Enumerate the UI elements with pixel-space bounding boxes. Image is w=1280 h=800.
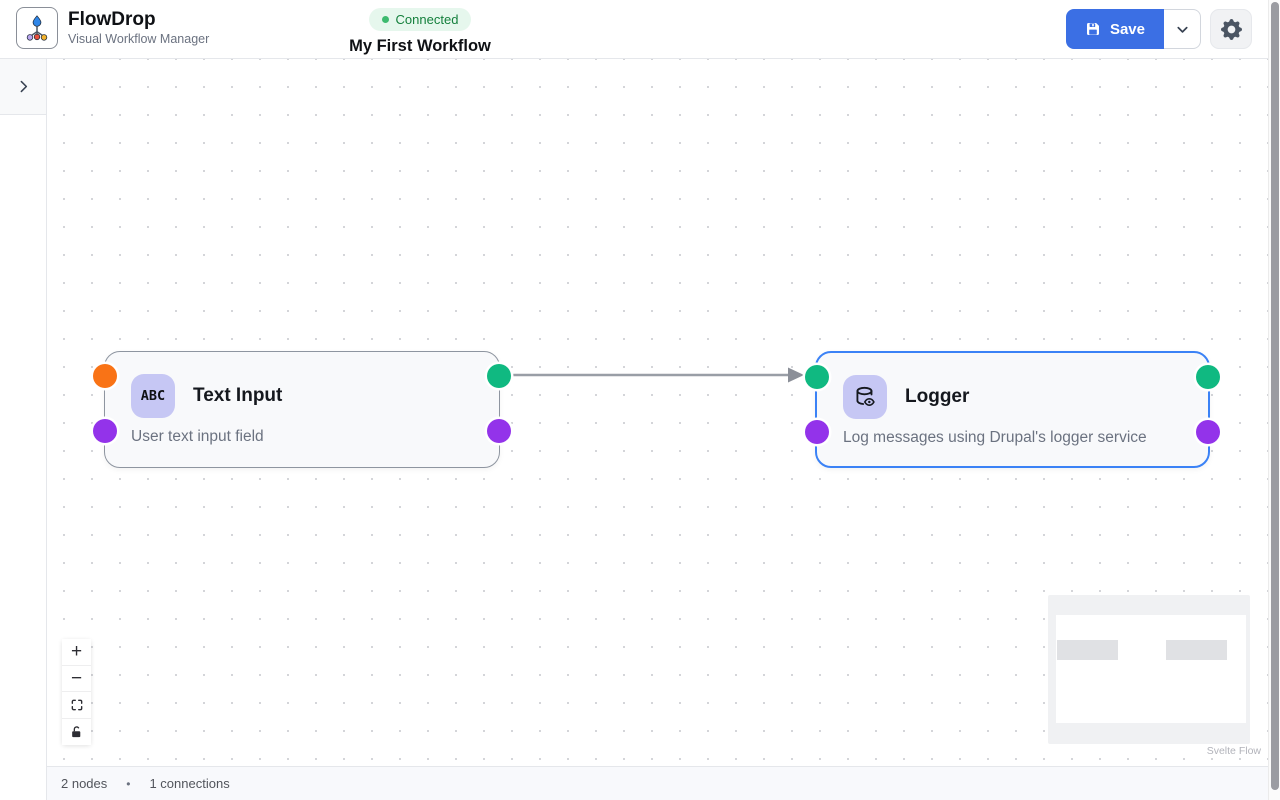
connections-count: 1 connections [149, 776, 230, 791]
handle-input-orange[interactable] [93, 364, 117, 388]
connection-status-badge: Connected [368, 8, 472, 31]
app-header: FlowDrop Visual Workflow Manager Connect… [0, 0, 1280, 59]
handle-input-green-connected[interactable] [805, 365, 829, 389]
svelte-flow-attribution: Svelte Flow [1206, 745, 1261, 757]
status-bar: 2 nodes • 1 connections [47, 766, 1280, 800]
floppy-disk-icon [1086, 23, 1099, 35]
sidebar-header [0, 59, 46, 115]
node-title: Logger [905, 386, 970, 407]
minimap-node-logger [1166, 640, 1227, 660]
edge-text-input-to-logger[interactable] [500, 367, 804, 383]
connection-status-label: Connected [395, 12, 459, 27]
zoom-out-button[interactable]: − [62, 665, 91, 692]
minimap-node-text-input [1057, 640, 1118, 660]
handle-output-green[interactable] [487, 364, 511, 388]
vertical-scrollbar [1268, 0, 1280, 800]
node-description: User text input field [131, 428, 264, 445]
node-text-input[interactable]: ABC Text Input User text input field [93, 351, 511, 468]
zoom-in-button[interactable]: + [62, 639, 91, 666]
node-title: Text Input [193, 385, 283, 406]
plus-icon: + [70, 641, 83, 663]
app-subtitle: Visual Workflow Manager [68, 32, 210, 46]
status-separator: • [126, 776, 131, 791]
status-dot-icon [381, 16, 389, 23]
lock-interactivity-button[interactable] [62, 718, 91, 745]
handle-output-purple[interactable] [1196, 420, 1220, 444]
node-description: Log messages using Drupal's logger servi… [843, 429, 1147, 446]
handle-output-purple[interactable] [487, 419, 511, 443]
handle-output-green[interactable] [1196, 365, 1220, 389]
node-palette-sidebar-collapsed [0, 59, 47, 800]
unlock-icon [72, 726, 81, 737]
save-button-label: Save [1109, 20, 1145, 38]
workflow-canvas[interactable]: ABC Text Input User text input field Log… [47, 59, 1268, 766]
fit-view-icon [71, 699, 82, 711]
canvas-controls: + − [62, 639, 91, 745]
flowdrop-logo-icon [26, 15, 48, 41]
save-dropdown-button[interactable] [1164, 9, 1201, 49]
minimap[interactable] [1048, 595, 1250, 744]
gear-icon [1220, 18, 1242, 40]
handle-input-purple[interactable] [93, 419, 117, 443]
abc-text-icon: ABC [131, 374, 175, 418]
workflow-title: My First Workflow [349, 37, 491, 55]
database-eye-icon [843, 375, 887, 419]
chevron-right-icon [20, 80, 27, 93]
save-button[interactable]: Save [1065, 9, 1164, 49]
settings-button[interactable] [1210, 9, 1252, 49]
nodes-count: 2 nodes [61, 776, 108, 791]
chevron-down-icon [1176, 26, 1188, 33]
sidebar-expand-button[interactable] [15, 78, 32, 95]
save-split-button: Save [1065, 9, 1201, 49]
abc-icon-glyph: ABC [140, 388, 166, 404]
app-title: FlowDrop [68, 9, 156, 30]
minimap-viewport [1056, 615, 1246, 723]
node-logger[interactable]: Logger Log messages using Drupal's logge… [805, 351, 1220, 468]
app-logo [16, 7, 58, 49]
handle-input-purple[interactable] [805, 420, 829, 444]
edge-arrowhead-icon [788, 367, 804, 383]
scrollbar-thumb[interactable] [1270, 2, 1279, 790]
fit-view-button[interactable] [62, 692, 91, 719]
minus-icon: − [70, 667, 83, 689]
